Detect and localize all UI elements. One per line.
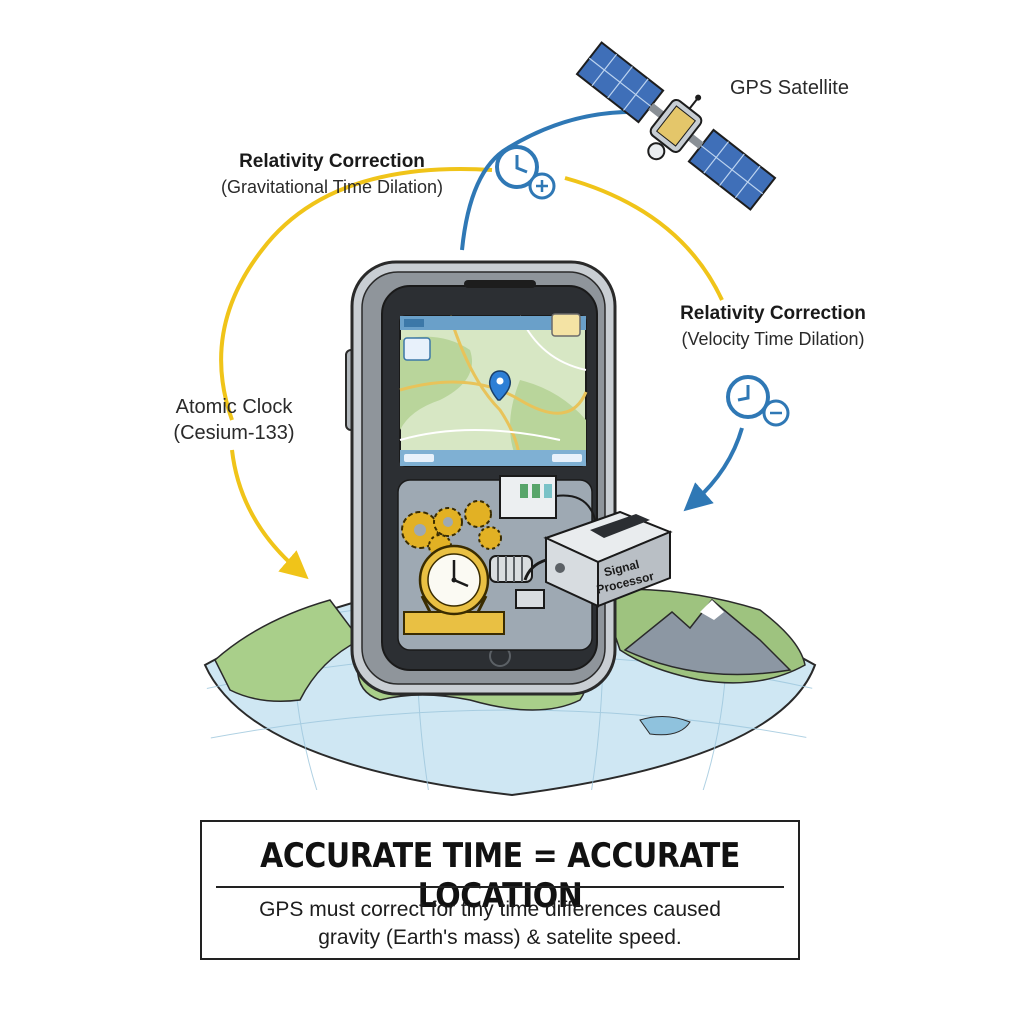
signal-icon [404,319,424,327]
map-button-left [404,454,434,462]
caption-box: ACCURATE TIME = ACCURATE LOCATION GPS mu… [200,820,800,960]
clock-plus-icon [495,145,556,200]
velocity-correction-title: Relativity Correction [680,303,866,324]
caption-divider [216,886,784,888]
menu-icon [403,337,431,361]
internal-mechanism [397,475,597,651]
atomic-clock-subtitle: (Cesium-133) [173,422,295,444]
gravitational-correction-arrow [219,167,724,580]
location-pin-icon [488,370,512,401]
lake [639,716,691,736]
continent-left [214,599,362,702]
velocity-correction-subtitle: (Velocity Time Dilation) [681,329,865,349]
caption-note-line2: gravity (Earth's mass) & satelite speed. [318,926,682,949]
connector-block [515,589,545,609]
map-screen [399,313,588,467]
lock-icon [551,313,581,337]
speaker-slot [464,280,536,288]
caption-note-line1: GPS must correct for tiny time differenc… [259,898,721,921]
mountain-icon [623,598,792,676]
satellite-icon [575,41,777,211]
gravitational-correction-subtitle: (Gravitational Time Dilation) [220,177,444,197]
smartphone [345,260,617,696]
circuit-board [499,475,597,525]
atomic-clock-title: Atomic Clock [175,396,293,418]
clock-minus-icon [726,375,790,427]
gps-satellite-label: GPS Satellite [730,77,849,99]
signal-processor-icon [523,510,673,608]
map-button-right [552,454,582,462]
gravitational-correction-title: Relativity Correction [239,151,425,172]
atomic-clock-icon [403,544,505,635]
caption-headline: ACCURATE TIME = ACCURATE LOCATION [260,836,740,916]
